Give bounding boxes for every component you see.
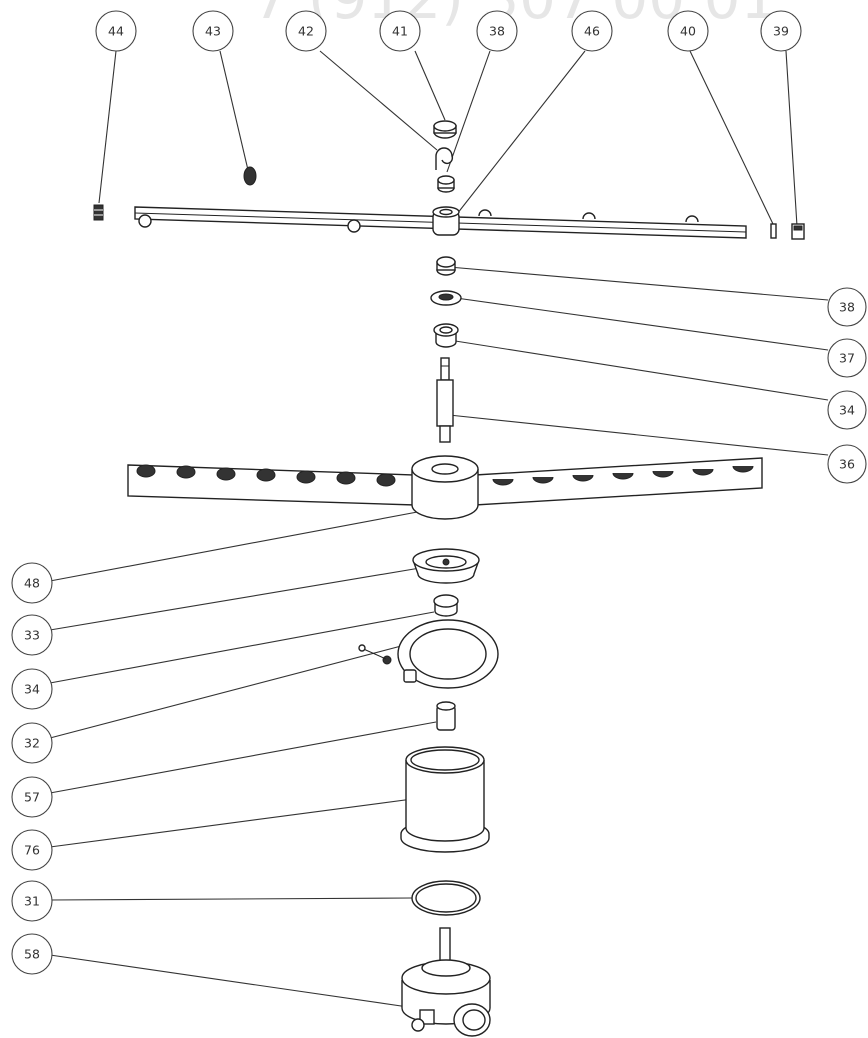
callout-40: 40 <box>667 10 709 52</box>
callout-42: 42 <box>285 10 327 52</box>
callout-31-label: 31 <box>24 894 40 909</box>
nozzle-row-left <box>136 464 396 487</box>
callout-48-label: 48 <box>24 576 40 591</box>
callout-44-label: 44 <box>108 24 124 39</box>
part-46-hub <box>432 206 460 236</box>
callout-32: 32 <box>11 722 53 764</box>
part-44-nozzle <box>93 204 104 221</box>
part-31-o-ring <box>411 880 481 916</box>
callout-37: 37 <box>827 338 867 378</box>
part-32-clamp-ring <box>358 619 499 689</box>
callout-57: 57 <box>11 776 53 818</box>
part-33-cup <box>412 548 480 584</box>
part-43-nozzle <box>243 166 257 186</box>
callout-43: 43 <box>192 10 234 52</box>
callout-34-right: 34 <box>827 390 867 430</box>
callout-36: 36 <box>827 444 867 484</box>
callout-76-label: 76 <box>24 843 40 858</box>
leader-lines <box>49 50 829 1008</box>
callout-39-label: 39 <box>773 24 789 39</box>
callout-41-label: 41 <box>392 24 408 39</box>
part-40-pin <box>770 223 777 239</box>
part-38-top-nut <box>437 175 455 193</box>
part-36-shaft <box>436 357 454 443</box>
callout-48: 48 <box>11 562 53 604</box>
part-58-base-valve <box>401 927 491 1037</box>
callout-33: 33 <box>11 614 53 656</box>
callout-41: 41 <box>379 10 421 52</box>
nozzle-row-right <box>492 465 754 486</box>
callout-38: 38 <box>827 287 867 327</box>
part-38-nut <box>436 256 456 276</box>
callout-40-label: 40 <box>680 24 696 39</box>
callout-38-top: 38 <box>476 10 518 52</box>
part-48-lower-spray-arm <box>127 455 763 520</box>
callout-34-right-label: 34 <box>839 403 855 418</box>
callout-34-left-label: 34 <box>24 682 40 697</box>
callout-44: 44 <box>95 10 137 52</box>
callout-76: 76 <box>11 829 53 871</box>
part-42-clip <box>435 147 454 170</box>
callout-34-left: 34 <box>11 668 53 710</box>
callout-36-label: 36 <box>839 457 855 472</box>
part-34-bushing-lower <box>433 594 459 617</box>
part-34-bushing-upper <box>433 323 459 348</box>
callout-58: 58 <box>11 933 53 975</box>
callout-46: 46 <box>571 10 613 52</box>
part-76-housing <box>400 746 490 853</box>
callout-39: 39 <box>760 10 802 52</box>
callout-42-label: 42 <box>298 24 314 39</box>
callout-46-label: 46 <box>584 24 600 39</box>
callout-32-label: 32 <box>24 736 40 751</box>
callout-31: 31 <box>11 880 53 922</box>
callout-43-label: 43 <box>205 24 221 39</box>
part-37-washer <box>430 290 462 306</box>
callout-58-label: 58 <box>24 947 40 962</box>
callout-38-label: 38 <box>839 300 855 315</box>
callout-37-label: 37 <box>839 351 855 366</box>
part-41-cap <box>433 120 457 139</box>
callout-57-label: 57 <box>24 790 40 805</box>
callout-38-top-label: 38 <box>489 24 505 39</box>
part-39-block <box>791 223 805 240</box>
part-57-sleeve <box>436 701 456 731</box>
callout-33-label: 33 <box>24 628 40 643</box>
